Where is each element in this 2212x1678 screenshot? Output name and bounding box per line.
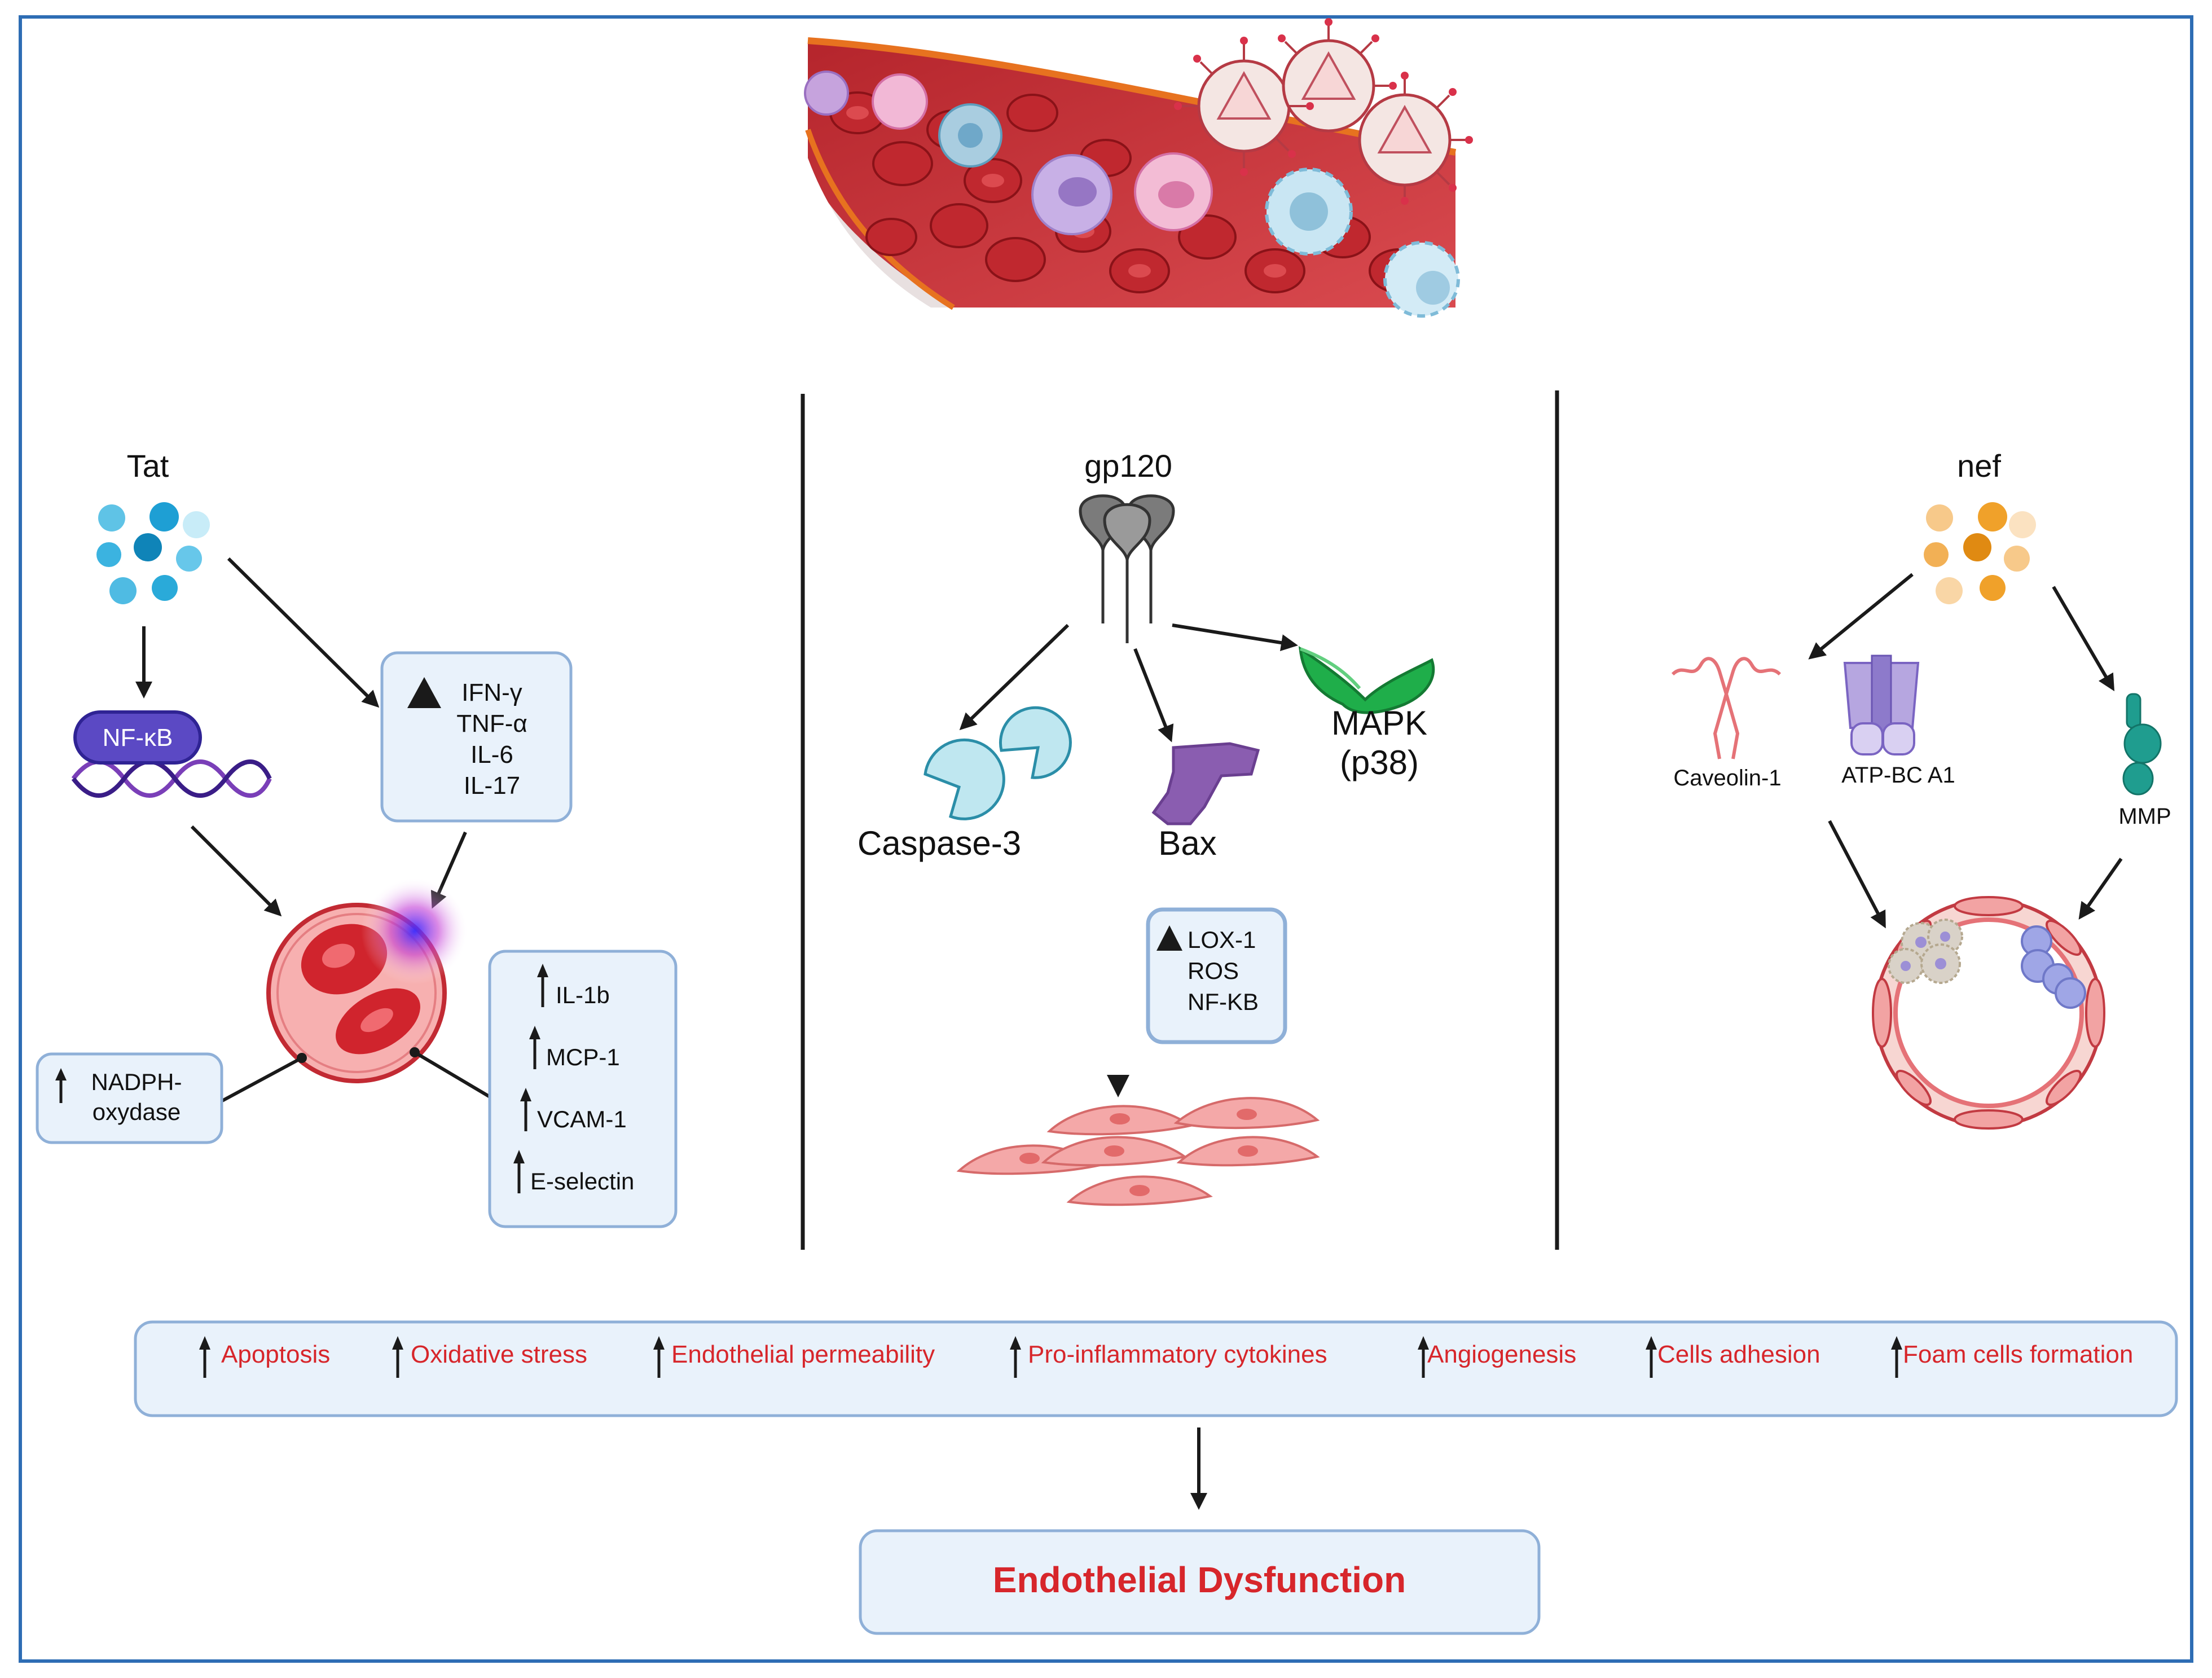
atp-label: ATP-BC A1 bbox=[1841, 763, 1955, 788]
caveolin-icon bbox=[1671, 657, 1782, 759]
caspase3-label: Caspase-3 bbox=[857, 824, 1021, 862]
outcome-oxidative-stress: Oxidative stress bbox=[411, 1341, 587, 1368]
adhesion-il1b: IL-1b bbox=[556, 982, 610, 1008]
blood-vessel-illustration bbox=[804, 18, 1473, 318]
result-box: Endothelial Dysfunction bbox=[859, 1529, 1541, 1635]
bax-icon bbox=[1151, 742, 1260, 825]
adhesion-eselectin: E-selectin bbox=[530, 1168, 634, 1194]
arrow-gp120-to-bax bbox=[1133, 648, 1174, 743]
outcome-angiogenesis: Angiogenesis bbox=[1427, 1341, 1576, 1368]
up-arrowhead-icon bbox=[407, 677, 441, 708]
mapk-icon bbox=[1298, 645, 1435, 714]
nef-protein-icon bbox=[1924, 502, 2036, 604]
nfkb-dna: NF-κB bbox=[71, 710, 272, 798]
marker-lox1: LOX-1 bbox=[1188, 926, 1256, 953]
endothelial-cell-icon bbox=[266, 877, 468, 1083]
outcome-endothelial-permeability: Endothelial permeability bbox=[671, 1341, 935, 1368]
nadph-box: NADPH- oxydase bbox=[36, 1052, 223, 1144]
arrow-gp120-to-mapk bbox=[1172, 623, 1298, 651]
cytokine-il6: IL-6 bbox=[470, 741, 513, 768]
gp120-title: gp120 bbox=[1084, 448, 1172, 484]
vessel-cross-section-icon bbox=[1872, 896, 2105, 1130]
cytokine-ifn: IFN-γ bbox=[461, 679, 522, 706]
arrow-nfkb-to-cell bbox=[190, 825, 282, 917]
cytokine-il17: IL-17 bbox=[464, 772, 520, 800]
tat-protein-icon bbox=[96, 502, 210, 604]
caveolin-label: Caveolin-1 bbox=[1673, 766, 1781, 790]
adhesion-box: IL-1b MCP-1 VCAM-1 E-selectin bbox=[488, 950, 678, 1228]
result-label: Endothelial Dysfunction bbox=[993, 1560, 1406, 1600]
arrow-mmp-to-vessel bbox=[2078, 858, 2123, 920]
nef-title: nef bbox=[1957, 448, 2001, 484]
arrow-caveolin-to-vessel bbox=[1828, 820, 1886, 929]
nef-panel: nef Caveolin-1 ATP-BC A1 bbox=[1671, 448, 2171, 1130]
adhesion-vcam1: VCAM-1 bbox=[537, 1106, 627, 1132]
outcome-pro-inflammatory: Pro-inflammatory cytokines bbox=[1028, 1341, 1327, 1368]
arrow-nef-to-mmp bbox=[2052, 586, 2115, 692]
cytokine-tnf: TNF-α bbox=[456, 710, 527, 737]
caspase3-icon bbox=[924, 706, 1072, 820]
outcome-apoptosis: Apoptosis bbox=[221, 1341, 330, 1368]
link-adhesion bbox=[414, 1051, 492, 1099]
gp120-receptor-icon bbox=[1079, 494, 1175, 643]
nadph-line2: oxydase bbox=[93, 1099, 181, 1125]
atp-bc-a1-icon bbox=[1843, 654, 1920, 755]
mmp-icon bbox=[2122, 693, 2162, 796]
outcomes-box: Apoptosis Oxidative stress Endothelial p… bbox=[134, 1320, 2178, 1417]
tat-panel: Tat NF-κB IFN-γ TNF-α IL-6 IL-17 bbox=[36, 448, 678, 1228]
outcome-foam-cells: Foam cells formation bbox=[1903, 1341, 2133, 1368]
tat-title: Tat bbox=[127, 448, 169, 484]
nadph-line1: NADPH- bbox=[91, 1069, 182, 1095]
bax-label: Bax bbox=[1158, 824, 1216, 862]
mapk-label-line1: MAPK bbox=[1331, 704, 1427, 742]
arrow-tat-to-cytokines bbox=[227, 557, 380, 708]
adhesion-mcp1: MCP-1 bbox=[546, 1044, 620, 1070]
outcome-cells-adhesion: Cells adhesion bbox=[1657, 1341, 1820, 1368]
mmp-label: MMP bbox=[2118, 804, 2171, 829]
link-nadph bbox=[220, 1056, 303, 1103]
arrow-gp120-to-caspase bbox=[959, 623, 1070, 731]
marker-box: LOX-1 ROS NF-KB bbox=[1146, 907, 1287, 1044]
nfkb-label: NF-κB bbox=[103, 724, 173, 752]
gp120-panel: gp120 Caspase-3 Bax MAPK (p38) bbox=[857, 448, 1435, 1206]
marker-ros: ROS bbox=[1188, 957, 1239, 984]
mapk-label-line2: (p38) bbox=[1340, 744, 1419, 781]
marker-nfkb: NF-KB bbox=[1188, 989, 1259, 1015]
cytokine-box: IFN-γ TNF-α IL-6 IL-17 bbox=[380, 651, 573, 823]
nfkb-badge bbox=[73, 710, 202, 765]
arrow-nef-to-caveolin bbox=[1808, 573, 1914, 660]
